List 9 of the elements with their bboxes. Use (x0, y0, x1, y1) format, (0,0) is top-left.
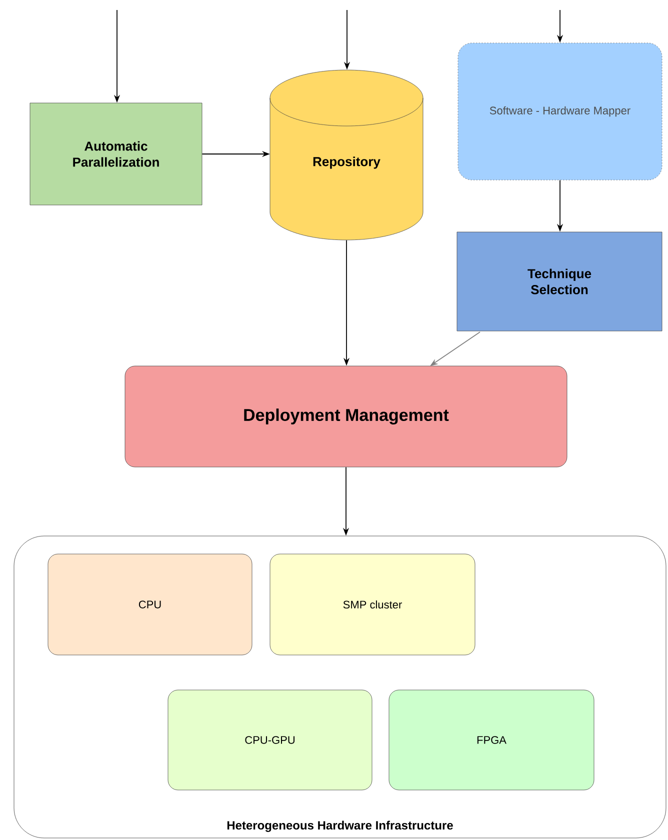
process-box: Deployment Management (124, 366, 568, 468)
database-cylinder: Repository (270, 70, 424, 240)
process-box: FPGA (388, 690, 594, 790)
process-box: Automatic Parallelization (30, 102, 202, 206)
process-box: SMP cluster (270, 554, 476, 656)
process-box: Software - Hardware Mapper (458, 42, 662, 180)
process-box: Technique Selection (456, 232, 662, 332)
process-box: CPU-GPU (168, 690, 372, 790)
process-box: CPU (48, 554, 252, 656)
